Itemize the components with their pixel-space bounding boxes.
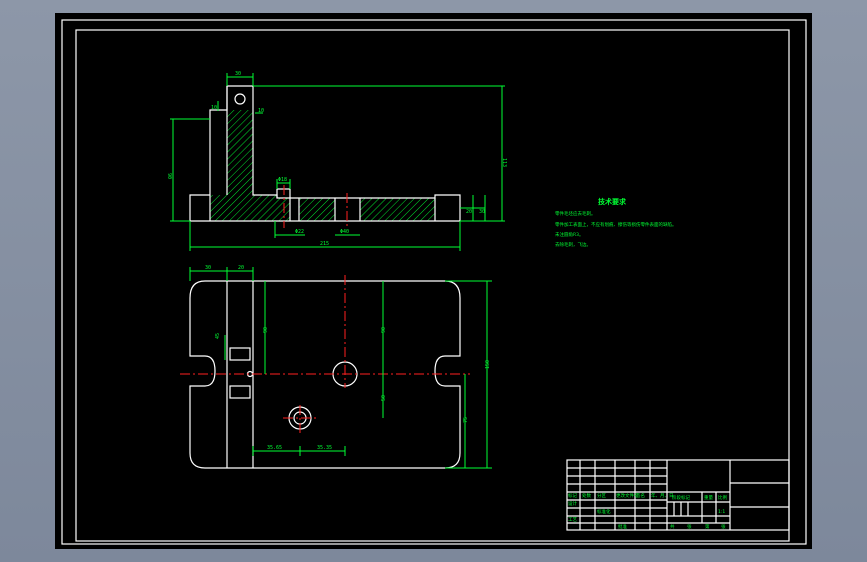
- dim-plan-v1: 90: [263, 327, 269, 333]
- outer-frame: [61, 19, 807, 545]
- tb-process: 工艺: [568, 517, 577, 523]
- tb-approve: 批准: [618, 523, 627, 530]
- dim-left-height: 90: [166, 173, 172, 179]
- slot-hatch-upper: [229, 347, 251, 361]
- tech-req-line-3: 未注圆角R3。: [555, 231, 584, 238]
- tb-sheet-unit-2: 张: [721, 523, 726, 530]
- tech-req-line-4: 去除毛刺，飞边。: [555, 241, 591, 248]
- tb-sheet-unit-1: 张: [687, 523, 692, 530]
- tb-scale: 比例: [718, 494, 727, 501]
- tech-req-title: 技术要求: [598, 197, 627, 206]
- section-hatch-mid: [299, 198, 335, 221]
- dim-overall-height: 113: [501, 158, 507, 167]
- dim-plan-v3: 50: [381, 395, 387, 401]
- dim-plan-x1: 35.65: [267, 445, 282, 451]
- tb-zone: 分区: [597, 492, 606, 499]
- front-section-view: 30 10 10 113 90 20 30 Φ18 Φ22 Φ40 215: [166, 71, 507, 251]
- tb-mark: 标记: [568, 492, 577, 499]
- tb-sheet-total: 共: [670, 523, 675, 530]
- dim-plan-x2: 35.35: [317, 445, 332, 451]
- dim-base-step: 20: [466, 209, 472, 215]
- tb-change-doc: 更改文件号: [616, 492, 639, 499]
- tb-count: 处数: [582, 492, 591, 499]
- title-block: 标记 处数 分区 更改文件号 签名 年、月、日 设计 工艺 批准 标准化 阶段标…: [566, 459, 790, 531]
- tb-stage: 阶段标记: [672, 494, 690, 501]
- section-hatch-right: [360, 198, 435, 221]
- top-hole: [234, 93, 246, 105]
- dim-hole-dia-1: Φ22: [295, 229, 304, 235]
- dim-base-height: 30: [479, 209, 485, 215]
- cad-viewport[interactable]: 30 10 10 113 90 20 30 Φ18 Φ22 Φ40 215: [55, 13, 812, 549]
- dim-plan-v2: 90: [381, 327, 387, 333]
- tb-date: 年、月、日: [651, 492, 674, 499]
- tech-req-line-2: 零件加工表面上，不应有划痕、擦伤等损伤零件表面的缺陷。: [555, 221, 677, 228]
- tech-req-line-1: 零件毛坯应去毛刺。: [555, 210, 596, 217]
- technical-requirements: 技术要求 零件毛坯应去毛刺。 零件加工表面上，不应有划痕、擦伤等损伤零件表面的缺…: [555, 197, 677, 248]
- dim-hole-offset: 10: [211, 105, 217, 111]
- dim-hole-dia-2: Φ40: [340, 229, 349, 235]
- dim-plan-w2: 20: [238, 265, 244, 271]
- dim-boss-dia: Φ18: [278, 177, 287, 183]
- dim-plan-w1: 30: [205, 265, 211, 271]
- cad-drawing: 30 10 10 113 90 20 30 Φ18 Φ22 Φ40 215: [61, 19, 807, 545]
- tb-design: 设计: [568, 500, 577, 507]
- tb-weight: 重量: [704, 494, 713, 501]
- dim-plan-slot: 45: [215, 333, 221, 339]
- inner-frame: [75, 29, 790, 542]
- dim-top-width: 30: [235, 71, 241, 77]
- dim-small-offset: 10: [258, 108, 264, 114]
- dim-overall-width: 215: [320, 241, 329, 247]
- dim-plan-right: 75: [463, 417, 469, 423]
- tb-scale-value: 1:1: [718, 509, 725, 515]
- slot-hatch-lower: [229, 385, 251, 399]
- dim-plan-total: 150: [485, 360, 491, 369]
- plan-outline: [189, 280, 461, 469]
- tb-sign: 签名: [636, 492, 645, 499]
- section-hatch-vertical: [210, 110, 277, 221]
- front-outline: [189, 85, 461, 222]
- tb-sheet-no: 第: [705, 523, 710, 530]
- plan-view: 30 20 45 90 90 50 150 75 35.65 35.35: [180, 265, 492, 469]
- tb-standard: 标准化: [597, 508, 611, 515]
